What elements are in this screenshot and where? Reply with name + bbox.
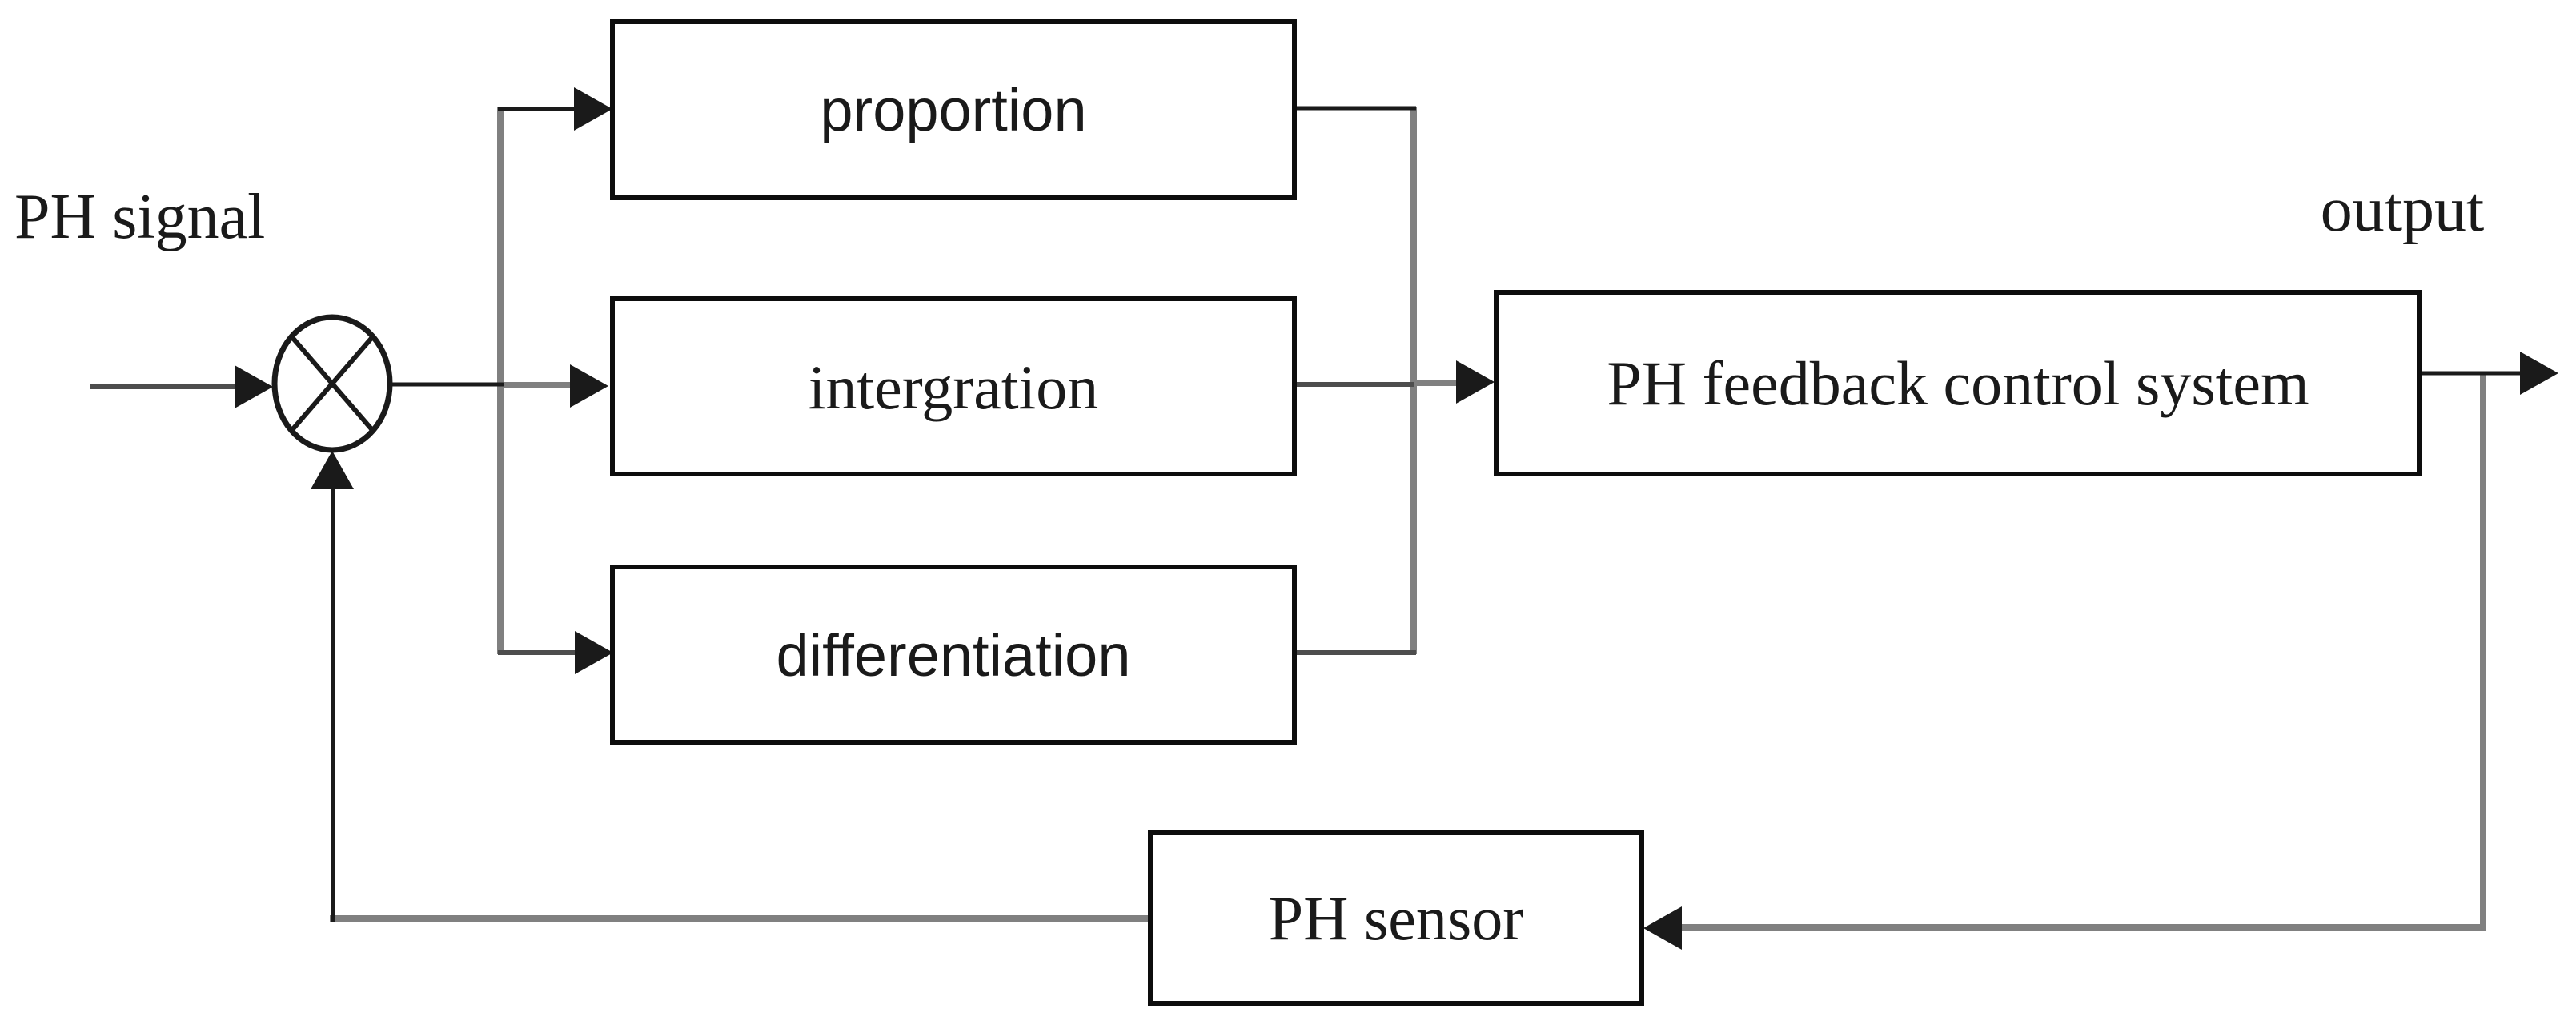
input-signal-label: PH signal xyxy=(14,182,265,252)
arrowhead-into-integration xyxy=(570,364,608,408)
output-label: output xyxy=(2321,175,2484,245)
sensor-label: PH sensor xyxy=(1269,883,1524,953)
junction-cross-line-2 xyxy=(289,335,375,432)
arrowhead-into-junction xyxy=(235,365,273,408)
sensor-box xyxy=(1148,830,1644,1006)
plant-box xyxy=(1494,290,2422,476)
arrowhead-into-junction-bottom xyxy=(311,451,354,489)
arrowhead-into-differentiation xyxy=(575,631,613,674)
arrowhead-into-plant xyxy=(1456,360,1495,404)
plant-label: PH feedback control system xyxy=(1607,348,2309,418)
arrowhead-into-proportion xyxy=(574,87,612,131)
integration-label: intergration xyxy=(809,352,1098,422)
integration-box xyxy=(610,296,1297,476)
arrowhead-output xyxy=(2520,352,2558,395)
proportion-label: proportion xyxy=(820,77,1086,143)
differentiation-box xyxy=(610,565,1297,745)
arrowhead-into-sensor xyxy=(1643,906,1682,950)
proportion-box xyxy=(610,19,1297,200)
differentiation-label: differentiation xyxy=(776,622,1131,689)
